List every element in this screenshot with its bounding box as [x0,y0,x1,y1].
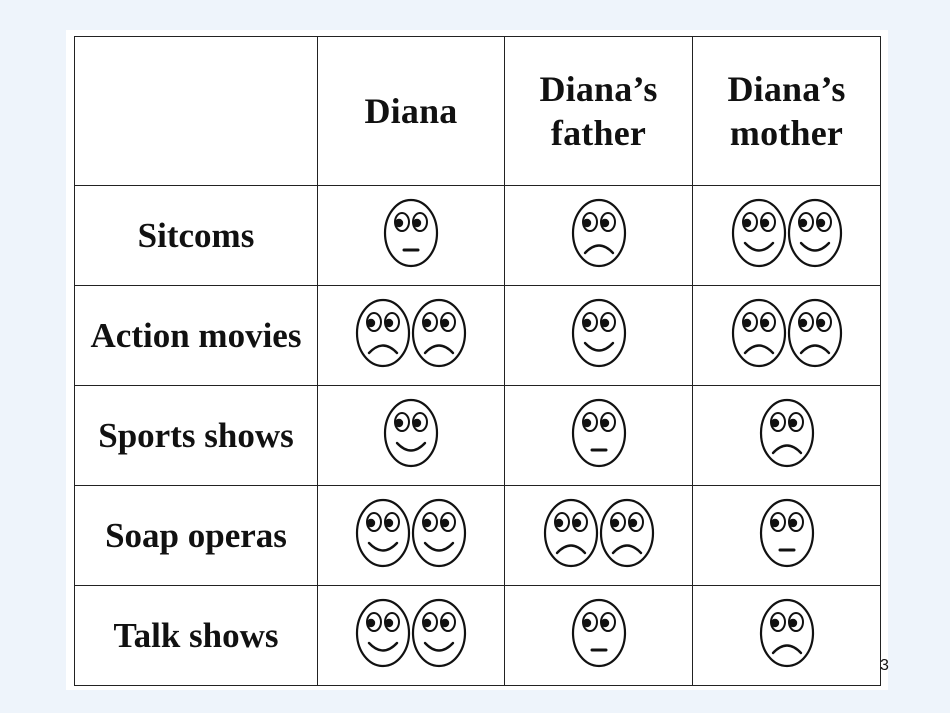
frowning-face-icon [731,298,787,368]
page-number: 3 [880,657,889,674]
rating-cell [504,285,693,386]
smiley-face-icon [355,598,411,668]
rating-cell [504,385,693,486]
column-header-text: Diana’s mother [727,69,846,153]
face-group [355,598,467,668]
face-group [759,598,815,668]
rating-cell [317,485,505,586]
table-row: Talk shows [74,585,881,686]
neutral-face-icon [759,498,815,568]
face-group [731,198,843,268]
rating-cell [692,485,881,586]
rating-cell [504,485,693,586]
face-group [571,398,627,468]
smiley-face-icon [411,598,467,668]
rating-cell [692,385,881,486]
row-header: Soap operas [74,485,318,586]
smiley-face-icon [411,498,467,568]
rating-cell [692,285,881,386]
rating-cell [692,185,881,286]
frowning-face-icon [571,198,627,268]
column-header-text: Diana’s father [539,69,658,153]
face-group [543,498,655,568]
frowning-face-icon [759,398,815,468]
rating-cell [317,285,505,386]
rating-cell [692,585,881,686]
frowning-face-icon [759,598,815,668]
row-header: Action movies [74,285,318,386]
neutral-face-icon [571,398,627,468]
face-group [759,498,815,568]
row-header: Sitcoms [74,185,318,286]
table-row: Sports shows [74,385,881,486]
row-header: Talk shows [74,585,318,686]
rating-cell [317,585,505,686]
neutral-face-icon [383,198,439,268]
face-group [355,498,467,568]
table-row: Action movies [74,285,881,386]
face-group [731,298,843,368]
tv-preferences-table: Diana Diana’s father Diana’s mother Sitc… [74,36,881,686]
frowning-face-icon [355,298,411,368]
corner-cell [74,36,318,186]
face-group [571,298,627,368]
frowning-face-icon [411,298,467,368]
face-group [571,198,627,268]
header-row: Diana Diana’s father Diana’s mother [74,36,881,186]
face-group [355,298,467,368]
smiley-face-icon [571,298,627,368]
face-group [383,198,439,268]
column-header-dianas-father: Diana’s father [504,36,693,186]
face-group [571,598,627,668]
frowning-face-icon [599,498,655,568]
face-group [759,398,815,468]
column-header-diana: Diana [317,36,505,186]
rating-cell [317,385,505,486]
smiley-face-icon [355,498,411,568]
rating-cell [317,185,505,286]
rating-cell [504,585,693,686]
rating-cell [504,185,693,286]
table-row: Soap operas [74,485,881,586]
smiley-face-icon [787,198,843,268]
column-header-dianas-mother: Diana’s mother [692,36,881,186]
table-row: Sitcoms [74,185,881,286]
face-group [383,398,439,468]
smiley-face-icon [731,198,787,268]
row-header: Sports shows [74,385,318,486]
smiley-face-icon [383,398,439,468]
frowning-face-icon [543,498,599,568]
frowning-face-icon [787,298,843,368]
neutral-face-icon [571,598,627,668]
